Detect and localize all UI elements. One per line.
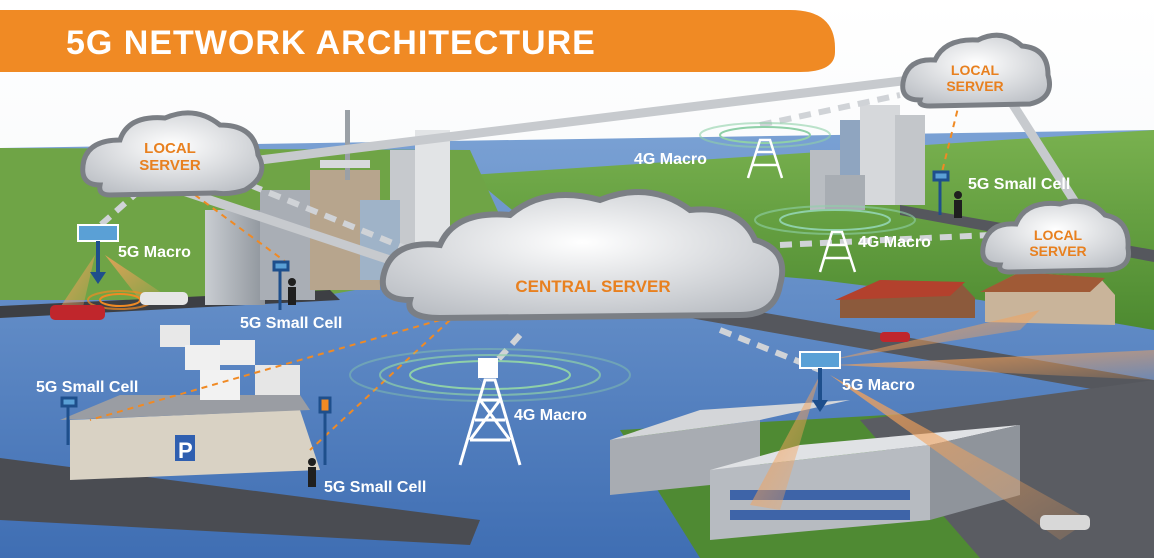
label-5g-small-cell-bottom: 5G Small Cell	[324, 479, 426, 496]
5g-macro-right	[799, 351, 841, 412]
solid-links	[178, 75, 1084, 275]
label-5g-macro-right: 5G Macro	[842, 377, 915, 394]
houses-right	[835, 272, 1115, 325]
central-server-cloud	[379, 189, 786, 322]
5g-macro-left	[77, 224, 119, 284]
label-5g-small-cell-left: 5G Small Cell	[36, 379, 138, 396]
road-bottom-left	[0, 458, 480, 545]
4g-tower-top	[746, 138, 784, 179]
local-server-2-line2: SERVER	[946, 78, 1003, 94]
local-server-cloud-left	[80, 110, 265, 198]
label-4g-macro-right: 4G Macro	[858, 234, 931, 251]
label-4g-macro-top: 4G Macro	[634, 151, 707, 168]
local-server-3-line1: LOCAL	[1034, 227, 1083, 243]
label-5g-small-cell-right: 5G Small Cell	[968, 176, 1070, 193]
shops-bottom-left: P	[60, 325, 320, 480]
4g-tower-center	[458, 358, 522, 466]
people	[288, 191, 962, 487]
4g-tower-right	[818, 230, 857, 273]
page-title: 5G NETWORK ARCHITECTURE	[66, 24, 596, 62]
label-4g-macro-center: 4G Macro	[514, 407, 587, 424]
title-banner	[0, 10, 835, 72]
local-server-3-line2: SERVER	[1029, 243, 1086, 259]
label-5g-macro-left: 5G Macro	[118, 244, 191, 261]
label-5g-small-cell-city: 5G Small Cell	[240, 315, 342, 332]
city-buildings-right	[810, 105, 925, 210]
local-server-1-line2: SERVER	[139, 157, 201, 174]
road-right	[690, 300, 1154, 400]
svg-text:P: P	[178, 438, 193, 463]
local-server-2-line1: LOCAL	[951, 62, 1000, 78]
central-server-label: CENTRAL SERVER	[515, 277, 670, 296]
small-cell-icons	[60, 170, 950, 465]
local-server-cloud-right	[980, 198, 1132, 275]
vehicles	[50, 292, 1090, 530]
orange-links	[89, 99, 961, 451]
5g-beams	[55, 255, 1154, 540]
local-server-cloud-top-right	[900, 32, 1052, 109]
local-server-1-line1: LOCAL	[144, 140, 196, 157]
